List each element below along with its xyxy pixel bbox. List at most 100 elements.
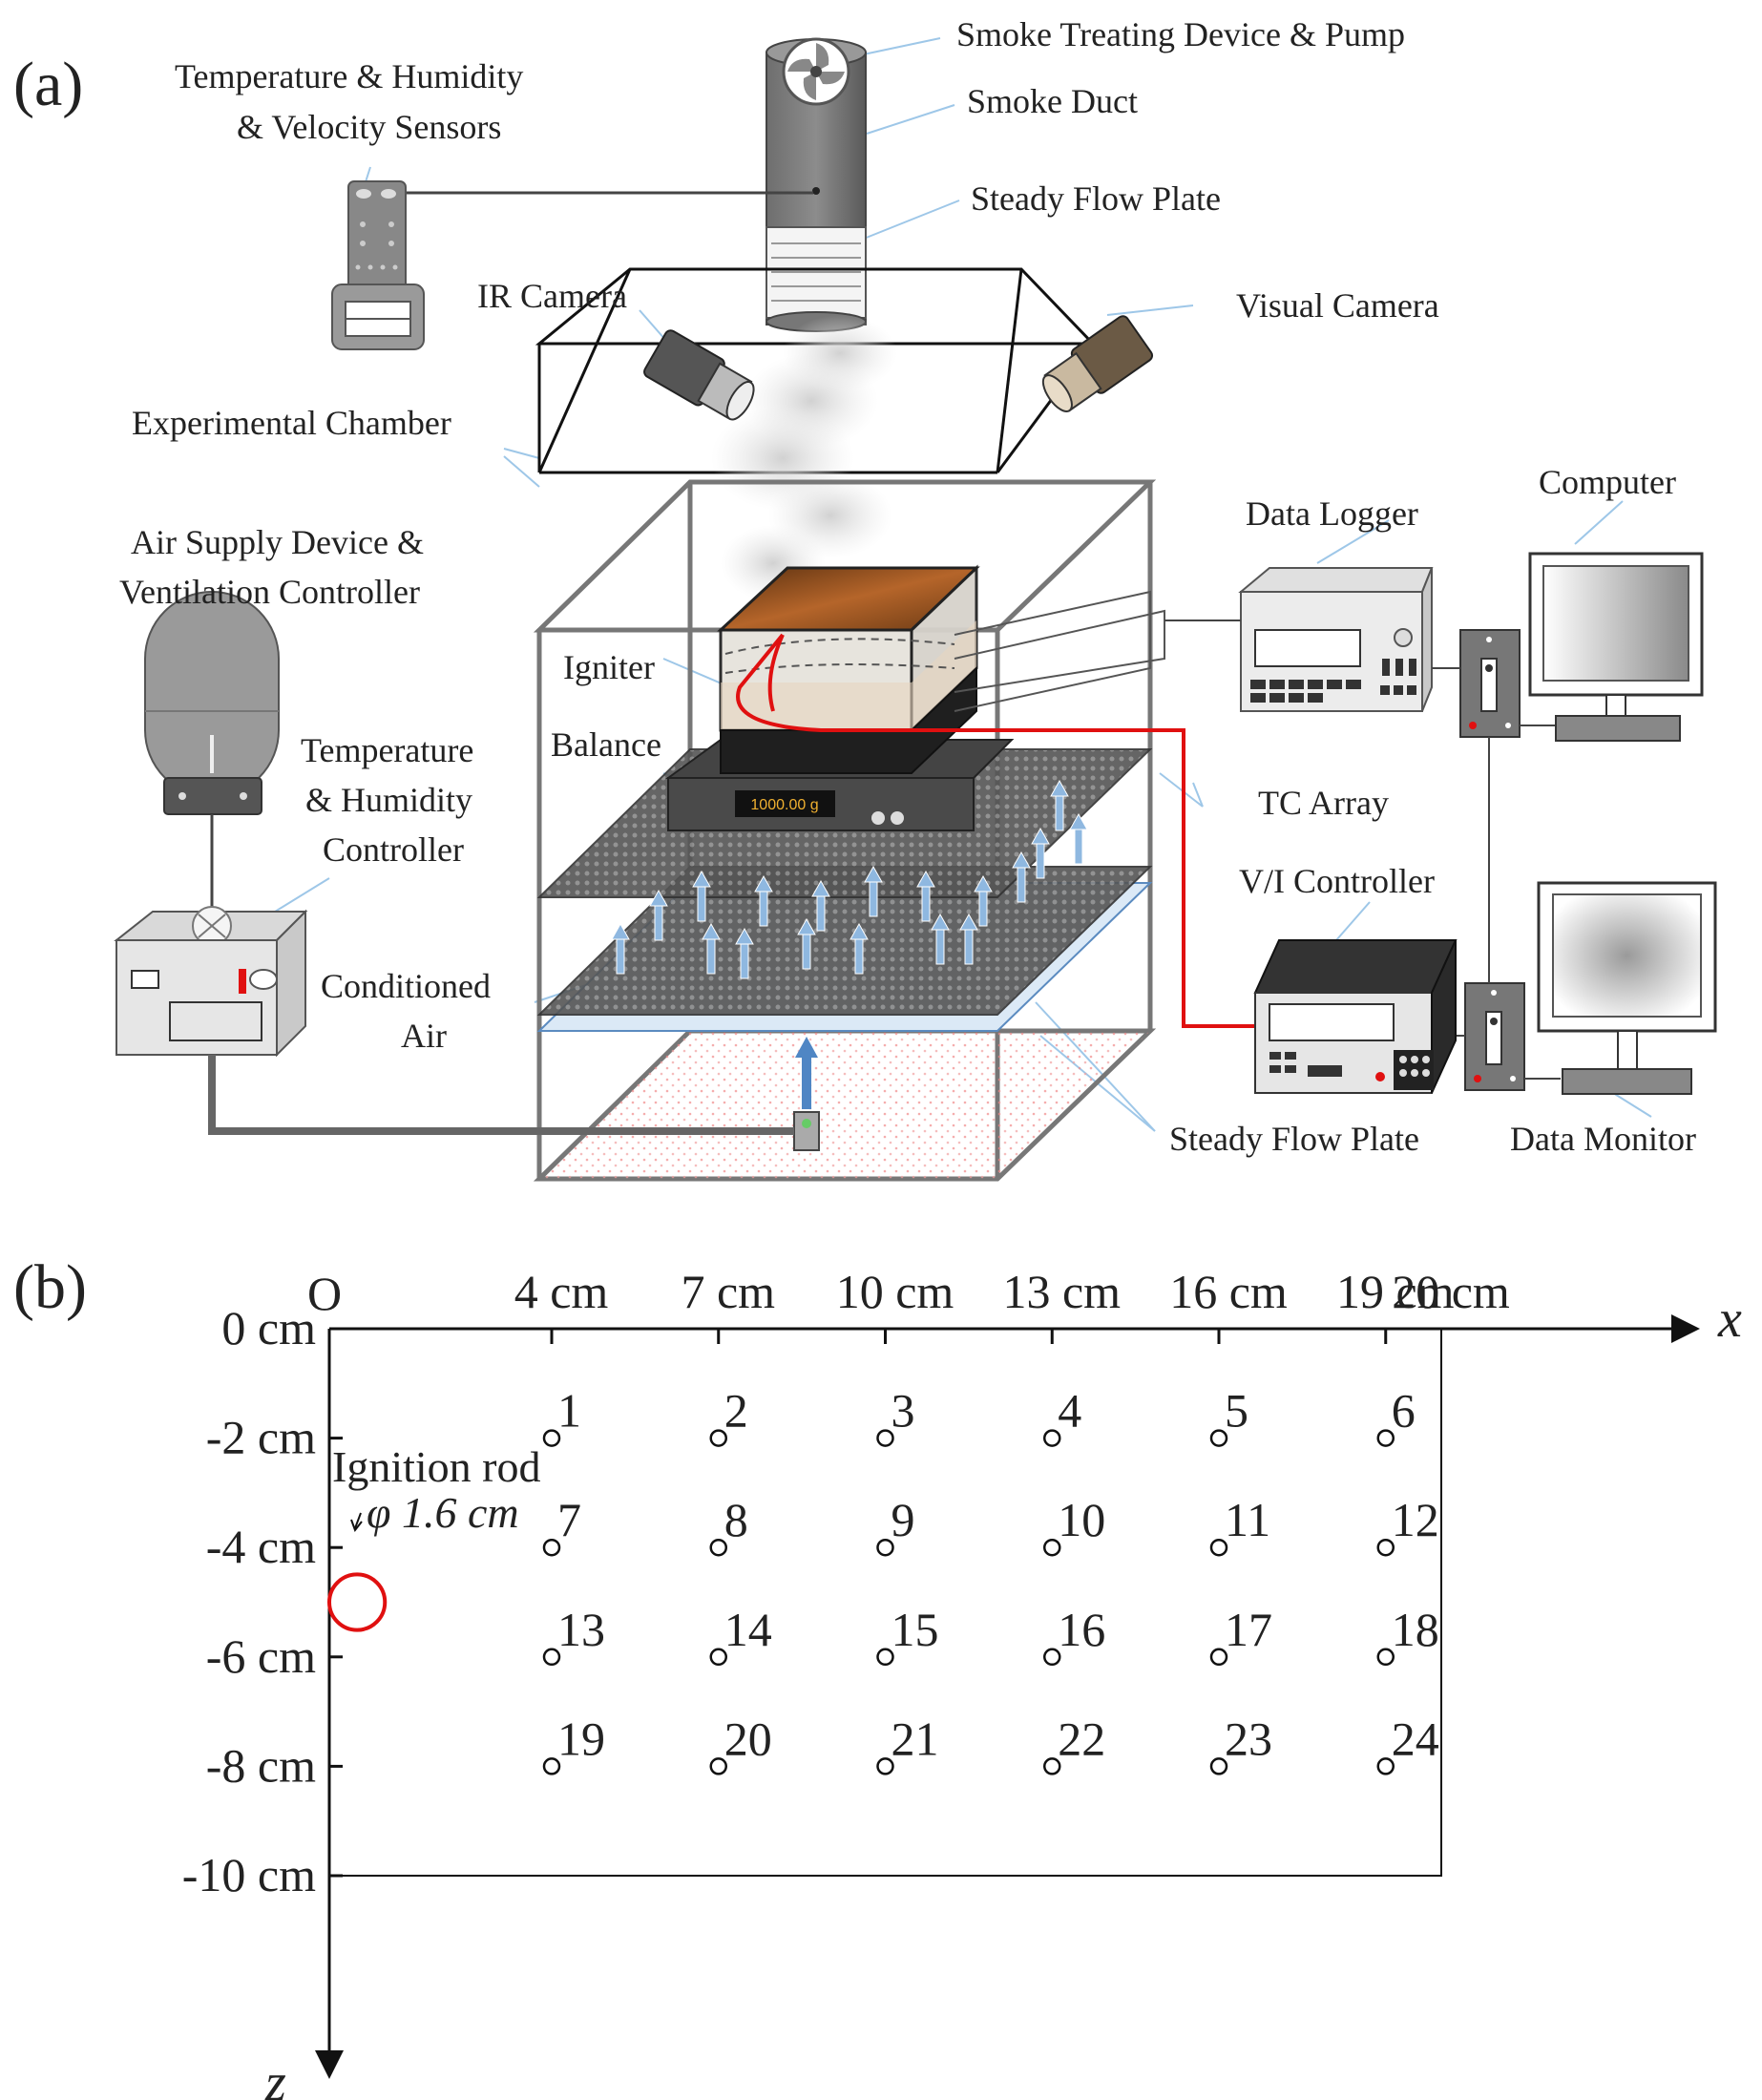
z-tick-label: 0 cm (221, 1301, 316, 1354)
thermocouple-point (1376, 1648, 1395, 1667)
label-temp-humidity-controller-line3: Controller (323, 830, 464, 869)
label-conditioned-air-line2: Air (401, 1017, 447, 1055)
label-data-monitor: Data Monitor (1510, 1120, 1696, 1158)
airflow-arrow (959, 913, 978, 965)
z-tick-label: -8 cm (206, 1738, 316, 1792)
visual-camera-icon (1041, 315, 1154, 412)
thermocouple-label: 23 (1225, 1712, 1272, 1765)
panel-a-label: (a) (13, 50, 83, 119)
thermocouple-point (1209, 1429, 1228, 1447)
igniter-wire (736, 633, 1269, 1028)
ignition-rod-group: Ignition rod φ 1.6 cm (327, 1442, 540, 1632)
thermocouple-label: 24 (1392, 1712, 1439, 1765)
smoke-plume (711, 315, 897, 601)
thermocouple-label: 10 (1058, 1493, 1105, 1546)
thermocouple-point (542, 1538, 561, 1557)
thermocouple-label: 20 (724, 1712, 772, 1765)
thermocouple-label: 17 (1225, 1603, 1272, 1656)
ir-camera-icon (643, 329, 755, 421)
thermocouple-point (709, 1757, 727, 1775)
thermocouple-point (1376, 1429, 1395, 1447)
temperature-humidity-controller-icon (114, 906, 308, 1058)
x-tick-label: 10 cm (836, 1265, 954, 1318)
thermocouple-label: 22 (1058, 1712, 1105, 1765)
airflow-arrow (611, 922, 630, 975)
label-temp-humidity-velocity-sensors-line2: & Velocity Sensors (237, 108, 501, 146)
air-inlet-icon (793, 1037, 820, 1151)
balance-display-value: 1000.00 g (750, 797, 818, 813)
signal-hub-icon-1 (1459, 629, 1521, 738)
thermocouple-label: 13 (557, 1603, 605, 1656)
label-smoke-treating-device: Smoke Treating Device & Pump (956, 15, 1405, 53)
label-air-supply-device-line1: Air Supply Device & (131, 523, 424, 561)
label-balance: Balance (551, 725, 661, 764)
airflow-arrow (864, 865, 883, 917)
x-tick-label: 7 cm (681, 1265, 775, 1318)
airflow-arrow (797, 917, 816, 970)
data-logger-icon (1238, 567, 1434, 712)
label-tc-array: TC Array (1258, 784, 1389, 822)
air-supply-device-icon (144, 591, 280, 912)
label-smoke-duct: Smoke Duct (967, 82, 1138, 120)
thermocouple-label: 7 (557, 1493, 581, 1546)
x-tick-label: 4 cm (514, 1265, 609, 1318)
label-temp-humidity-controller-line1: Temperature (301, 731, 473, 769)
sample-region-boundary (329, 1329, 1442, 1877)
thermocouple-label: 12 (1392, 1493, 1439, 1546)
airflow-arrow (931, 913, 950, 965)
computer-icon (1528, 552, 1704, 742)
airflow-arrow (916, 870, 935, 922)
z-tick-label: -10 cm (182, 1848, 316, 1901)
airflow-arrow (974, 874, 993, 927)
thermocouple-point (876, 1757, 894, 1775)
label-temp-humidity-velocity-sensors-line1: Temperature & Humidity (175, 57, 523, 95)
thermocouple-label: 1 (557, 1384, 581, 1438)
air-supply-duct (208, 1055, 794, 1135)
label-steady-flow-plate-bottom: Steady Flow Plate (1169, 1120, 1419, 1158)
label-data-logger: Data Logger (1246, 494, 1418, 533)
thermocouple-label: 21 (891, 1712, 939, 1765)
sample-box (717, 564, 980, 774)
thermocouple-point (1043, 1648, 1061, 1667)
x-tick-label: 16 cm (1169, 1265, 1288, 1318)
thermocouple-point (1209, 1648, 1228, 1667)
airflow-arrow (1031, 827, 1050, 879)
chamber-floor (539, 1031, 1150, 1179)
thermocouple-point (709, 1429, 727, 1447)
thermocouple-label: 6 (1392, 1384, 1416, 1438)
origin-label: O (307, 1267, 342, 1320)
steady-flow-plate-lower (536, 866, 1153, 1032)
label-experimental-chamber: Experimental Chamber (132, 404, 451, 442)
thermocouple-label: 11 (1225, 1493, 1270, 1546)
thermocouple-point (1043, 1538, 1061, 1557)
panel-b-label: (b) (13, 1252, 87, 1322)
fan-icon (782, 37, 850, 106)
z-tick-label: -2 cm (206, 1411, 316, 1464)
airflow-arrow (702, 922, 721, 975)
airflow-arrow (1012, 850, 1031, 903)
thermocouple-label: 9 (891, 1493, 915, 1546)
airflow-arrow (1050, 779, 1069, 831)
x-axis-label: x (1717, 1290, 1742, 1349)
thermocouple-point (542, 1429, 561, 1447)
thermocouple-point (1376, 1538, 1395, 1557)
airflow-arrow (811, 879, 830, 932)
z-axis-label: z (264, 2053, 286, 2100)
signal-hub-icon-2 (1464, 982, 1525, 1091)
thermocouple-label: 2 (724, 1384, 748, 1438)
airflow-arrows (611, 779, 1088, 979)
airflow-arrow (850, 922, 869, 975)
ignition-rod-pointer (354, 1512, 362, 1529)
label-ir-camera: IR Camera (477, 277, 627, 315)
z-axis-ticks: 0 cm-2 cm-4 cm-6 cm-8 cm-10 cm (182, 1301, 343, 1901)
airflow-arrow (649, 889, 668, 941)
velocity-sensor-icon (331, 180, 813, 350)
thermocouple-point (709, 1648, 727, 1667)
thermocouple-label: 18 (1392, 1603, 1439, 1656)
thermocouple-point (1043, 1757, 1061, 1775)
airflow-arrow (735, 927, 754, 979)
thermocouple-label: 16 (1058, 1603, 1105, 1656)
thermocouple-label: 14 (724, 1603, 772, 1656)
thermocouple-point (876, 1429, 894, 1447)
